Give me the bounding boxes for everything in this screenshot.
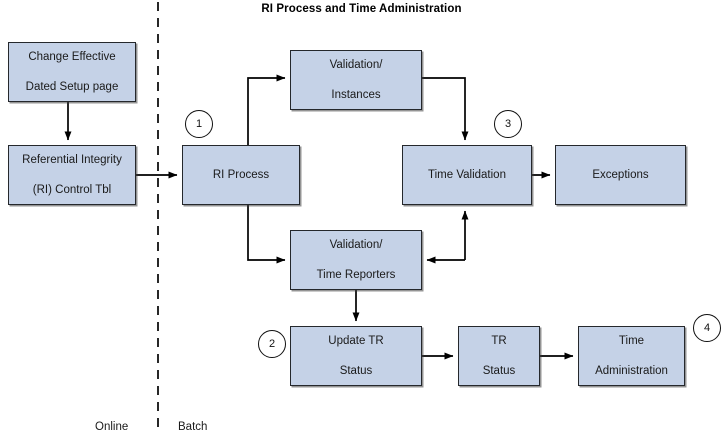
step-marker-label: 4: [703, 322, 711, 334]
node-label-line2: Time Reporters: [316, 268, 396, 281]
step-marker-3: 3: [494, 110, 522, 138]
edge-validation-instances-to-time-validation: [422, 77, 469, 141]
node-label-line1: RI Process: [212, 168, 270, 181]
node-label-line1: Exceptions: [592, 168, 649, 181]
node-update-tr-status[interactable]: Update TR Status: [290, 326, 422, 386]
node-label-line1: Validation/: [329, 58, 383, 71]
node-time-administration[interactable]: Time Administration: [578, 326, 685, 386]
step-marker-2: 2: [258, 330, 286, 358]
node-validation-time-reporters[interactable]: Validation/ Time Reporters: [290, 230, 422, 290]
step-marker-label: 3: [504, 118, 512, 130]
zone-label-online: Online: [95, 421, 129, 433]
edge-ri-process-to-validation-instances: [247, 74, 286, 145]
node-label-line1: TR: [491, 334, 507, 347]
step-marker-label: 2: [268, 338, 276, 350]
node-label-line1: Time Validation: [428, 168, 506, 181]
node-label-line2: Dated Setup page: [25, 80, 119, 93]
node-label-line1: Referential Integrity: [22, 153, 122, 166]
node-tr-status[interactable]: TR Status: [458, 326, 540, 386]
node-time-validation[interactable]: Time Validation: [402, 145, 532, 205]
node-label-line2: Administration: [595, 364, 668, 377]
node-label-line2: Status: [339, 364, 373, 377]
node-label-line2: (RI) Control Tbl: [32, 183, 112, 196]
node-label-line1: Update TR: [328, 334, 384, 347]
node-validation-instances[interactable]: Validation/ Instances: [290, 50, 422, 110]
diagram-title: RI Process and Time Administration: [261, 3, 462, 15]
step-marker-4: 4: [693, 314, 721, 342]
node-label-line1: Time: [618, 334, 645, 347]
node-exceptions[interactable]: Exceptions: [555, 145, 686, 205]
node-label-line1: Validation/: [329, 238, 383, 251]
node-label-line1: Change Effective: [28, 50, 116, 63]
zone-label-batch: Batch: [178, 421, 208, 433]
step-marker-label: 1: [195, 118, 203, 130]
node-change-effective-dated-setup-page[interactable]: Change Effective Dated Setup page: [8, 42, 136, 102]
node-referential-integrity-control-tbl[interactable]: Referential Integrity (RI) Control Tbl: [8, 145, 136, 205]
step-marker-1: 1: [185, 110, 213, 138]
node-ri-process[interactable]: RI Process: [182, 145, 300, 205]
node-label-line2: Status: [482, 364, 516, 377]
edge-ri-process-to-validation-time-reporters: [247, 205, 286, 264]
node-label-line2: Instances: [331, 88, 381, 101]
